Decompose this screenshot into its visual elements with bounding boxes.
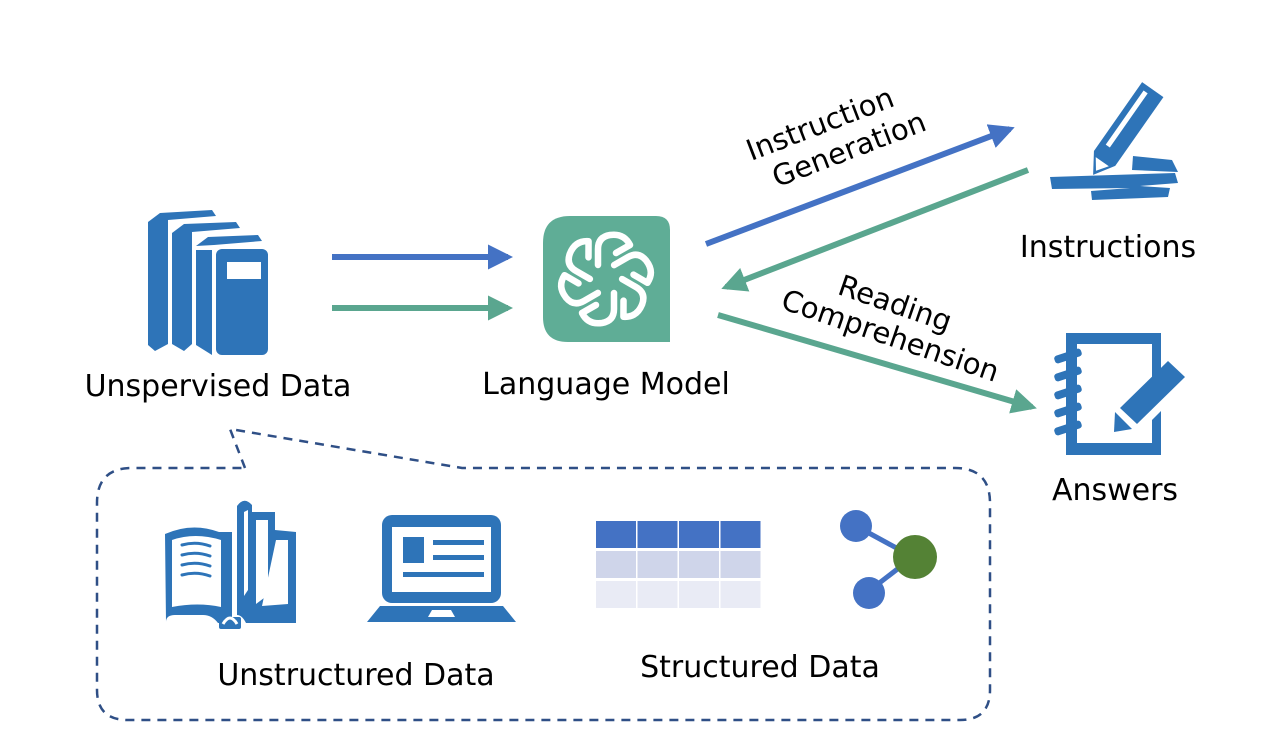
structured-data-label: Structured Data — [640, 650, 880, 685]
table-cell — [679, 581, 719, 608]
notebook-edit-icon — [1054, 333, 1185, 455]
table-cell — [720, 581, 761, 608]
answers-label: Answers — [1052, 473, 1178, 508]
table-cell — [720, 551, 761, 578]
table-header-cell — [679, 521, 719, 548]
arrow-model-to-answers — [717, 312, 1037, 414]
table-header-cell — [720, 521, 761, 548]
table-header-cell — [637, 521, 678, 548]
instructions-label: Instructions — [1020, 230, 1196, 265]
arrow-instructions-to-model — [721, 167, 1030, 292]
graph-node-center — [893, 535, 937, 579]
laptop-document-icon — [367, 515, 516, 622]
graph-network-icon — [840, 510, 937, 609]
table-cell — [637, 581, 678, 608]
instruction-generation-label: Instruction Generation — [741, 80, 930, 194]
graph-node — [840, 510, 872, 542]
unsupervised-data-label: Unspervised Data — [85, 369, 352, 404]
openai-logo-icon — [543, 216, 670, 342]
table-icon — [596, 521, 761, 608]
pencil-writing-icon — [1050, 82, 1178, 200]
table-cell — [596, 551, 636, 578]
language-model-label: Language Model — [482, 367, 730, 402]
arrow-model-to-instructions — [704, 124, 1015, 247]
graph-node — [853, 577, 885, 609]
books-icon — [148, 210, 268, 355]
table-cell — [637, 551, 678, 578]
data-types-callout — [95, 427, 992, 722]
open-book-icon — [165, 500, 296, 629]
table-cell — [596, 581, 636, 608]
unstructured-data-label: Unstructured Data — [217, 658, 494, 693]
table-header-cell — [596, 521, 636, 548]
table-cell — [679, 551, 719, 578]
